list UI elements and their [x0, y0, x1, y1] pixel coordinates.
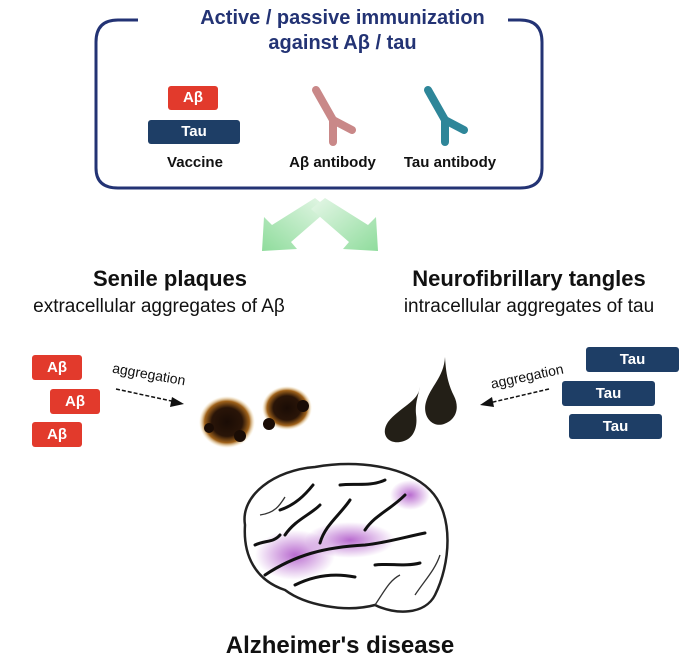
- tau-tag: Tau: [569, 414, 662, 439]
- abeta-tag: Aβ: [50, 389, 100, 414]
- abeta-antibody-label: Aβ antibody: [289, 154, 376, 171]
- brain-illustration: [243, 462, 449, 613]
- disease-label: Alzheimer's disease: [225, 632, 455, 659]
- tangles-title: Neurofibrillary tangles: [412, 266, 646, 291]
- abeta-antibody-icon: [312, 86, 356, 146]
- vaccine-label: Vaccine: [167, 154, 223, 171]
- tau-antibody-icon: [424, 86, 468, 146]
- tangles-subtitle: intracellular aggregates of tau: [403, 296, 655, 317]
- tau-tag: Tau: [562, 381, 655, 406]
- senile-plaques-image: [199, 386, 312, 448]
- title-line-2: against Aβ / tau: [268, 32, 417, 54]
- tangles-aggregation-arrow: [480, 388, 550, 407]
- vaccine-tau-tag: Tau: [148, 120, 240, 144]
- tau-antibody-label: Tau antibody: [403, 154, 497, 171]
- plaques-aggregation-arrow: [115, 388, 184, 407]
- plaques-title: Senile plaques: [92, 266, 248, 291]
- abeta-tag: Aβ: [32, 422, 82, 447]
- plaques-subtitle: extracellular aggregates of Aβ: [33, 296, 285, 317]
- neurofibrillary-tangles-icon: [384, 357, 457, 443]
- tau-tag: Tau: [586, 347, 679, 372]
- immunization-title: Active / passive immunization against Aβ…: [120, 6, 565, 56]
- diverging-arrows: [262, 198, 378, 251]
- arrow-right-icon: [311, 198, 378, 251]
- title-line-1: Active / passive immunization: [200, 7, 485, 29]
- arrow-left-icon: [262, 198, 329, 251]
- vaccine-abeta-tag: Aβ: [168, 86, 218, 110]
- abeta-tag: Aβ: [32, 355, 82, 380]
